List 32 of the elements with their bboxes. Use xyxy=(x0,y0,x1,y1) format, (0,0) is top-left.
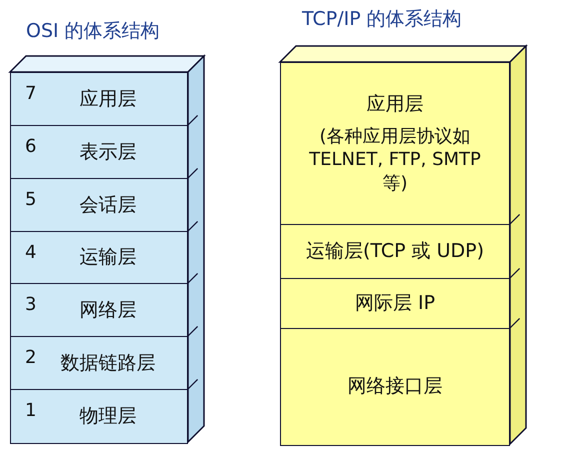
layer-box xyxy=(280,278,510,330)
layer-name: 网络接口层 xyxy=(348,374,442,400)
layer-name: 运输层(TCP 或 UDP) xyxy=(306,239,484,264)
layer-box xyxy=(10,389,188,444)
layer-name: 运输层 xyxy=(80,245,136,270)
layer-name: 应用层 xyxy=(366,92,424,117)
layer-number: 6 xyxy=(25,136,36,157)
layer-name: 会话层 xyxy=(80,192,136,218)
layer-box xyxy=(10,178,188,232)
layer-number: 7 xyxy=(25,83,36,104)
layer-box xyxy=(10,231,188,284)
layer-number: 4 xyxy=(25,242,36,263)
layer-number: 5 xyxy=(25,189,36,210)
layer-number: 2 xyxy=(25,347,36,368)
layer-box xyxy=(280,224,510,280)
layer-name: 应用层 xyxy=(80,86,136,112)
layer-name: 物理层 xyxy=(80,404,136,429)
layer-name: 表示层 xyxy=(80,140,136,165)
layer-number: 1 xyxy=(25,400,36,421)
layer-number: 3 xyxy=(25,294,36,315)
stack-heading: OSI 的体系结构 xyxy=(26,19,160,44)
stack-heading: TCP/IP 的体系结构 xyxy=(302,7,462,32)
layer-box xyxy=(280,62,510,226)
layer-box xyxy=(10,336,188,390)
layer-box xyxy=(10,125,188,180)
layer-box xyxy=(10,72,188,126)
layer-name: 数据链路层 xyxy=(60,350,156,376)
layer-box xyxy=(10,283,188,338)
layer-name: 网际层 IP xyxy=(354,291,436,316)
layer-description: (各种应用层协议如 TELNET, FTP, SMTP 等) xyxy=(308,125,482,196)
layer-box xyxy=(280,328,510,446)
layer-name: 网络层 xyxy=(80,298,136,323)
